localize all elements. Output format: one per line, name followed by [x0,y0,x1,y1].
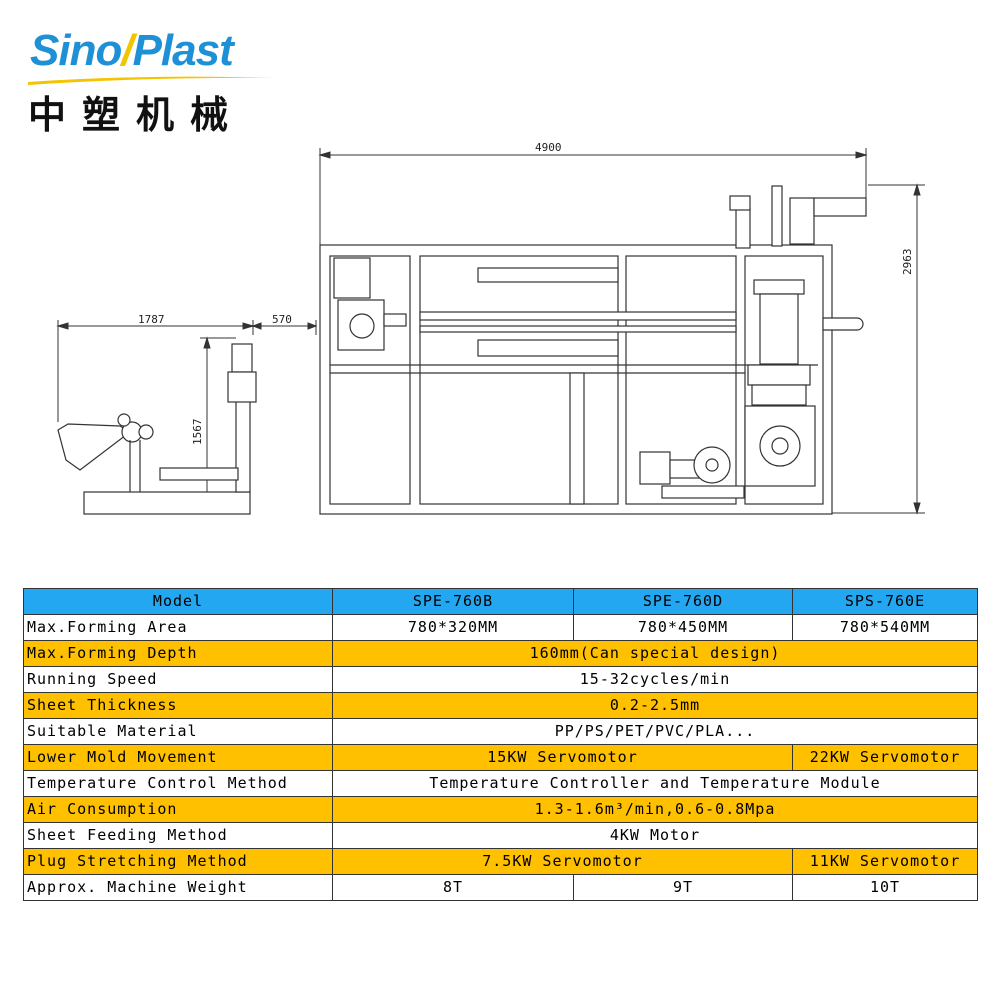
table-row: Plug Stretching Method 7.5KW Servomotor … [23,848,978,875]
header-sps-760e: SPS-760E [792,588,978,615]
table-row: Temperature Control Method Temperature C… [23,770,978,797]
logo-swoosh-icon [28,76,274,85]
header-spe-760d: SPE-760D [573,588,793,615]
table-row: Lower Mold Movement 15KW Servomotor 22KW… [23,744,978,771]
row-value: Temperature Controller and Temperature M… [332,770,978,797]
row-value: 160mm(Can special design) [332,640,978,667]
logo-chinese-name: 中塑机械 [28,93,245,137]
dim-label-gap: 570 [272,313,292,326]
table-row: Suitable Material PP/PS/PET/PVC/PLA... [23,718,978,745]
row-value: 4KW Motor [332,822,978,849]
row-label: Approx. Machine Weight [23,874,333,901]
row-value: 780*320MM [332,614,574,641]
row-value: 15-32cycles/min [332,666,978,693]
row-label: Temperature Control Method [23,770,333,797]
row-label: Max.Forming Depth [23,640,333,667]
row-value: 0.2-2.5mm [332,692,978,719]
row-value: 11KW Servomotor [792,848,978,875]
row-value: 9T [573,874,793,901]
table-row: Sheet Feeding Method 4KW Motor [23,822,978,849]
table-row: Air Consumption 1.3-1.6m³/min,0.6-0.8Mpa [23,796,978,823]
machine-drawing: 4900 1787 570 2963 1567 [56,141,925,515]
row-value: 1.3-1.6m³/min,0.6-0.8Mpa [332,796,978,823]
row-label: Air Consumption [23,796,333,823]
logo-slash: / [121,26,133,75]
row-value: 780*450MM [573,614,793,641]
row-value: 22KW Servomotor [792,744,978,771]
table-row: Sheet Thickness 0.2-2.5mm [23,692,978,719]
row-label: Sheet Feeding Method [23,822,333,849]
spec-header-row: Model SPE-760B SPE-760D SPS-760E [23,588,978,615]
row-label: Sheet Thickness [23,692,333,719]
main-machine [319,185,867,515]
logo-brand-right: Plast [132,26,234,75]
dim-label-feeder: 1787 [138,313,165,326]
table-row: Approx. Machine Weight 8T 9T 10T [23,874,978,901]
spec-table: Model SPE-760B SPE-760D SPS-760E Max.For… [23,588,978,901]
row-value: PP/PS/PET/PVC/PLA... [332,718,978,745]
row-label: Suitable Material [23,718,333,745]
dim-label-overall: 4900 [535,141,562,154]
row-value: 7.5KW Servomotor [332,848,793,875]
header-spe-760b: SPE-760B [332,588,574,615]
row-label: Max.Forming Area [23,614,333,641]
table-row: Max.Forming Depth 160mm(Can special desi… [23,640,978,667]
row-value: 10T [792,874,978,901]
dim-label-feeder-height: 1567 [191,419,204,446]
row-value: 15KW Servomotor [332,744,793,771]
row-label: Running Speed [23,666,333,693]
table-row: Running Speed 15-32cycles/min [23,666,978,693]
row-value: 780*540MM [792,614,978,641]
logo-brand-left: Sino [30,26,122,75]
header-model: Model [23,588,333,615]
sheet-feeder [57,343,257,515]
logo-wordmark: Sino/Plast [30,26,234,76]
table-row: Max.Forming Area 780*320MM 780*450MM 780… [23,614,978,641]
row-value: 8T [332,874,574,901]
sinoplast-logo: Sino/Plast 中塑机械 [26,26,276,137]
row-label: Plug Stretching Method [23,848,333,875]
dim-label-height: 2963 [901,249,914,276]
row-label: Lower Mold Movement [23,744,333,771]
